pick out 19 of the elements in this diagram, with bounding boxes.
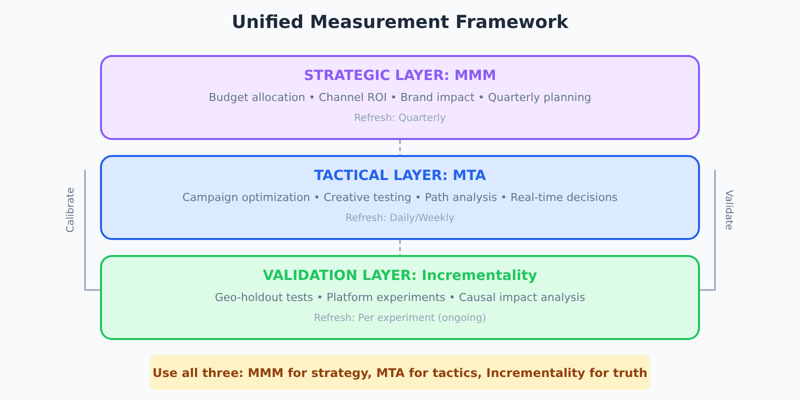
refresh-note: Refresh: Daily/Weekly <box>345 212 455 226</box>
layer-description: Budget allocation • Channel ROI • Brand impact • Quarterly planning <box>208 90 592 106</box>
diagram-title: Unified Measurement Framework <box>232 11 568 35</box>
dashed-connector <box>399 240 401 255</box>
refresh-note: Refresh: Per experiment (ongoing) <box>314 312 486 326</box>
summary-text: Use all three: MMM for strategy, MTA for tactics, Incrementality for truth <box>152 365 648 382</box>
layer-title: VALIDATION LAYER: Incrementality <box>262 267 538 286</box>
layer-card <box>100 55 700 140</box>
layer-card <box>100 155 700 240</box>
layer-card <box>100 255 700 340</box>
refresh-note: Refresh: Quarterly <box>354 112 446 126</box>
dashed-connector <box>399 140 401 155</box>
layer-title: STRATEGIC LAYER: MMM <box>304 67 496 86</box>
bracket-connector <box>84 170 100 291</box>
layer-description: Geo-holdout tests • Platform experiments • Causal impact analysis <box>214 290 586 306</box>
layer-title: TACTICAL LAYER: MTA <box>314 167 486 186</box>
bracket-connector <box>700 170 716 291</box>
layer-description: Campaign optimization • Creative testing • Path analysis • Real-time decisions <box>182 190 618 206</box>
summary-banner <box>150 355 650 390</box>
